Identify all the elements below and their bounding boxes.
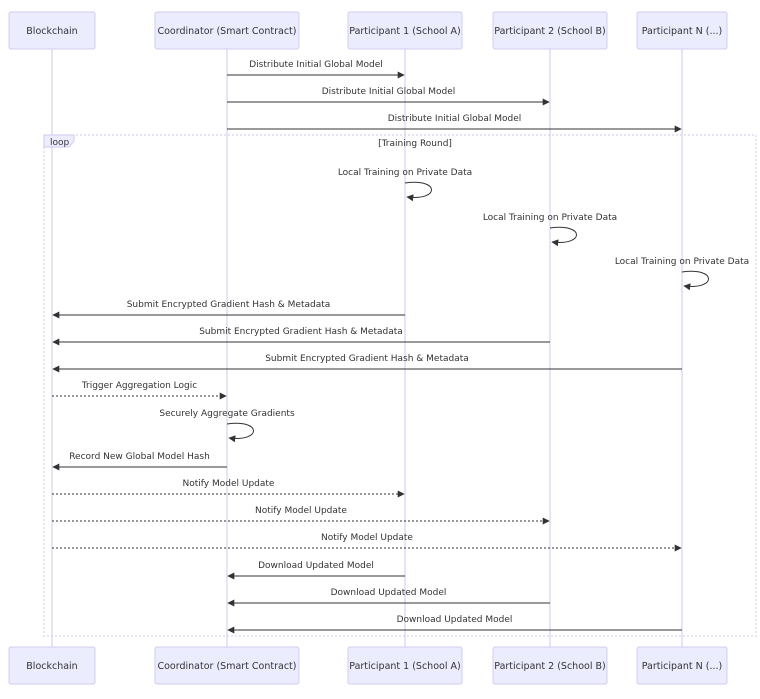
participant-label: Participant N (...) <box>642 661 722 672</box>
message-label: Submit Encrypted Gradient Hash & Metadat… <box>199 327 403 337</box>
message-label: Distribute Initial Global Model <box>322 87 456 97</box>
participant-box <box>347 11 463 50</box>
participant-label: Participant N (...) <box>642 26 722 37</box>
message-3: Distribute Initial Global Model <box>227 114 682 133</box>
participant-box <box>492 11 608 50</box>
message-label: Submit Encrypted Gradient Hash & Metadat… <box>127 300 331 310</box>
message-6: Local Training on Private Data <box>615 257 749 291</box>
participant-label: Participant 1 (School A) <box>349 26 460 37</box>
participants-bottom: Blockchain Coordinator (Smart Contract) Pa… <box>8 646 728 685</box>
message-label: Notify Model Update <box>321 533 413 543</box>
message-label: Securely Aggregate Gradients <box>159 409 295 419</box>
participants-top: Blockchain Coordinator (Smart Contract) Pa… <box>8 11 728 50</box>
participant-label: Blockchain <box>26 26 77 37</box>
message-label: Local Training on Private Data <box>483 213 617 223</box>
participant-pn-top: Participant N (...) <box>636 11 728 50</box>
participant-label: Participant 2 (School B) <box>494 661 605 672</box>
message-label: Distribute Initial Global Model <box>249 60 383 70</box>
participant-pn-bottom: Participant N (...) <box>636 646 728 685</box>
self-message-arrow <box>226 422 254 443</box>
message-8: Submit Encrypted Gradient Hash & Metadat… <box>52 327 550 346</box>
participant-box <box>8 646 96 685</box>
loop-keyword: loop <box>50 138 70 148</box>
self-message-arrow <box>404 181 432 202</box>
message-2: Distribute Initial Global Model <box>227 87 550 106</box>
message-label: Download Updated Model <box>331 588 447 598</box>
message-14: Notify Model Update <box>52 506 550 525</box>
message-12: Record New Global Model Hash <box>52 452 227 471</box>
message-11: Securely Aggregate Gradients <box>159 409 295 443</box>
message-16: Download Updated Model <box>227 561 405 580</box>
loop-box <box>43 134 757 637</box>
participant-co-bottom: Coordinator (Smart Contract) <box>154 646 300 685</box>
message-17: Download Updated Model <box>227 588 550 607</box>
message-18: Download Updated Model <box>227 615 682 634</box>
participant-bc-bottom: Blockchain <box>8 646 96 685</box>
participant-p1-top: Participant 1 (School A) <box>347 11 463 50</box>
messages: Distribute Initial Global ModelDistribut… <box>52 60 749 634</box>
participant-box <box>636 646 728 685</box>
self-message-arrow <box>549 226 577 247</box>
participant-label: Coordinator (Smart Contract) <box>157 661 296 672</box>
participant-bc-top: Blockchain <box>8 11 96 50</box>
message-label: Record New Global Model Hash <box>69 452 210 462</box>
participant-box <box>154 11 300 50</box>
message-1: Distribute Initial Global Model <box>227 60 405 79</box>
self-message-arrow <box>681 270 709 291</box>
participant-label: Participant 1 (School A) <box>349 661 460 672</box>
message-7: Submit Encrypted Gradient Hash & Metadat… <box>52 300 405 319</box>
message-15: Notify Model Update <box>52 533 682 552</box>
lifelines <box>51 49 683 647</box>
message-13: Notify Model Update <box>52 479 405 498</box>
message-label: Distribute Initial Global Model <box>388 114 522 124</box>
message-label: Local Training on Private Data <box>338 168 472 178</box>
message-4: Local Training on Private Data <box>338 168 472 202</box>
participant-box <box>636 11 728 50</box>
loop-title: [Training Round] <box>378 139 452 149</box>
participant-box <box>8 11 96 50</box>
message-5: Local Training on Private Data <box>483 213 617 247</box>
message-label: Submit Encrypted Gradient Hash & Metadat… <box>265 354 469 364</box>
message-label: Notify Model Update <box>255 506 347 516</box>
participant-label: Coordinator (Smart Contract) <box>157 26 296 37</box>
participant-label: Participant 2 (School B) <box>494 26 605 37</box>
participant-co-top: Coordinator (Smart Contract) <box>154 11 300 50</box>
participant-p1-bottom: Participant 1 (School A) <box>347 646 463 685</box>
message-10: Trigger Aggregation Logic <box>52 381 227 400</box>
participant-p2-bottom: Participant 2 (School B) <box>492 646 608 685</box>
participant-box <box>347 646 463 685</box>
message-label: Download Updated Model <box>397 615 513 625</box>
loop-frame: loop [Training Round] <box>43 134 757 637</box>
message-label: Download Updated Model <box>258 561 374 571</box>
participant-box <box>154 646 300 685</box>
participant-box <box>492 646 608 685</box>
participant-label: Blockchain <box>26 661 77 672</box>
message-9: Submit Encrypted Gradient Hash & Metadat… <box>52 354 682 373</box>
message-label: Trigger Aggregation Logic <box>81 381 197 391</box>
loop-tab <box>43 134 75 148</box>
participant-p2-top: Participant 2 (School B) <box>492 11 608 50</box>
message-label: Notify Model Update <box>183 479 275 489</box>
message-label: Local Training on Private Data <box>615 257 749 267</box>
